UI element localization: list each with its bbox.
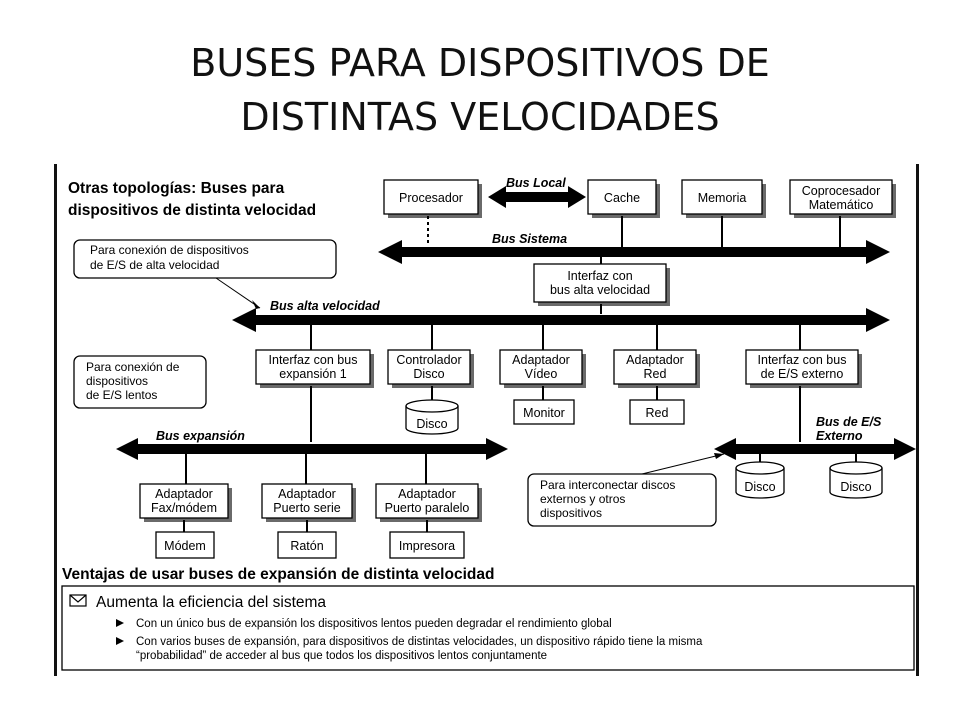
video-label-line1: Adaptador (512, 353, 570, 367)
interfaz-alta-label-line2: bus alta velocidad (550, 283, 650, 297)
note-alta-pointer (215, 277, 261, 309)
procesador-label: Procesador (399, 191, 463, 205)
fax-label-line2: Fax/módem (151, 501, 217, 515)
memoria-box: Memoria (681, 179, 766, 218)
interfaz-exp-label-line2: expansión 1 (279, 367, 346, 381)
interfaz-exp-label-line1: Interfaz con bus (269, 353, 358, 367)
red-label-line2: Red (644, 367, 667, 381)
bus-diagram: Otras topologías: Buses para dispositivo… (61, 176, 916, 671)
note-alta-velocidad: Para conexión de dispositivos de E/S de … (73, 239, 337, 279)
adaptador-fax-box: Adaptador Fax/módem (139, 483, 232, 522)
advantages-main-point: Aumenta la eficiencia del sistema (96, 594, 326, 611)
adaptador-paralelo-box: Adaptador Puerto paralelo (375, 483, 482, 522)
interfaz-alta-box: Interfaz con bus alta velocidad (533, 263, 670, 306)
disco-externo-1: Disco (735, 461, 785, 499)
bus-expansion-arrow (116, 438, 508, 460)
bus-alta-velocidad-arrow (232, 308, 890, 332)
advantages-heading: Ventajas de usar buses de expansión de d… (62, 566, 494, 583)
cache-box: Cache (587, 179, 660, 218)
advantages-bullet1: Con un único bus de expansión los dispos… (136, 618, 612, 630)
controlador-label-line1: Controlador (396, 353, 461, 367)
frame-left-border (54, 164, 57, 676)
frame-right-border (916, 164, 919, 676)
memoria-label: Memoria (698, 191, 747, 205)
adaptador-red-box: Adaptador Red (613, 349, 700, 388)
advantages-box (61, 585, 915, 671)
coprocesador-label-line2: Matemático (809, 198, 874, 212)
diagram-heading-line1: Otras topologías: Buses para (68, 180, 285, 197)
bus-sistema-label: Bus Sistema (492, 232, 567, 246)
modem-label: Módem (164, 539, 206, 553)
red-device-box: Red (629, 399, 685, 425)
coprocesador-label-line1: Coprocesador (802, 184, 881, 198)
disco-label: Disco (416, 417, 447, 431)
adaptador-video-box: Adaptador Vídeo (499, 349, 586, 388)
note-externos: Para interconectar discos externos y otr… (527, 473, 717, 527)
coprocesador-box: Coprocesador Matemático (789, 179, 896, 218)
disco-externo-2: Disco (829, 461, 883, 499)
note-alta-line2: de E/S de alta velocidad (90, 258, 219, 272)
bus-externo-label-line2: Externo (816, 429, 863, 443)
diagram-heading-line2: dispositivos de distinta velocidad (68, 202, 316, 219)
fax-label-line1: Adaptador (155, 487, 213, 501)
impresora-box: Impresora (389, 531, 465, 559)
bullet-arrow-icon-1 (116, 619, 124, 627)
interfaz-expansion-box: Interfaz con bus expansión 1 (255, 349, 374, 388)
interfaz-ext-label-line2: de E/S externo (761, 367, 844, 381)
interfaz-ext-label-line1: Interfaz con bus (758, 353, 847, 367)
disco-cylinder: Disco (405, 399, 459, 435)
paralelo-label-line1: Adaptador (398, 487, 456, 501)
impresora-label: Impresora (399, 539, 455, 553)
modem-box: Módem (155, 531, 215, 559)
paralelo-label-line2: Puerto paralelo (385, 501, 470, 515)
bus-alta-velocidad-label: Bus alta velocidad (270, 299, 380, 313)
interfaz-alta-label-line1: Interfaz con (567, 269, 632, 283)
interfaz-externo-box: Interfaz con bus de E/S externo (745, 349, 862, 388)
monitor-box: Monitor (513, 399, 575, 425)
slide-title: BUSES PARA DISPOSITIVOS DE DISTINTAS VEL… (0, 36, 960, 144)
bus-expansion-label: Bus expansión (156, 429, 245, 443)
advantages-bullet2-line1: Con varios buses de expansión, para disp… (136, 636, 703, 648)
note-externos-pointer-head (714, 453, 724, 459)
advantages-bullet2-line2: “probabilidad” de acceder al bus que tod… (136, 650, 547, 662)
video-label-line2: Vídeo (525, 367, 558, 381)
note-alta-pointer-head (252, 300, 260, 309)
note-lentos-line2: dispositivos (86, 374, 148, 388)
procesador-box: Procesador (383, 179, 482, 218)
note-lentos-line3: de E/S lentos (86, 388, 157, 402)
red-label-line1: Adaptador (626, 353, 684, 367)
note-externos-line1: Para interconectar discos (540, 478, 675, 492)
cache-label: Cache (604, 191, 640, 205)
raton-box: Ratón (277, 531, 337, 559)
slide-title-line2: DISTINTAS VELOCIDADES (240, 95, 720, 139)
bus-sistema-arrow (378, 240, 890, 264)
note-lentos: Para conexión de dispositivos de E/S len… (73, 355, 207, 409)
monitor-label: Monitor (523, 406, 565, 420)
disco-ext2-label: Disco (840, 480, 871, 494)
note-externos-pointer (641, 453, 725, 475)
controlador-disco-box: Controlador Disco (387, 349, 474, 388)
envelope-icon (69, 594, 87, 607)
note-lentos-line1: Para conexión de (86, 360, 180, 374)
bullet-arrow-icon-2 (116, 637, 124, 645)
red-device-label: Red (646, 406, 669, 420)
bus-externo-arrow (714, 438, 916, 460)
serie-label-line2: Puerto serie (273, 501, 340, 515)
bus-local-arrow (488, 186, 586, 208)
serie-label-line1: Adaptador (278, 487, 336, 501)
note-externos-line3: dispositivos (540, 506, 602, 520)
adaptador-serie-box: Adaptador Puerto serie (261, 483, 356, 522)
bus-local-label: Bus Local (506, 176, 566, 190)
note-alta-line1: Para conexión de dispositivos (90, 243, 249, 257)
disco-ext1-label: Disco (744, 480, 775, 494)
note-externos-line2: externos y otros (540, 492, 625, 506)
raton-label: Ratón (290, 539, 323, 553)
slide-title-line1: BUSES PARA DISPOSITIVOS DE (190, 41, 770, 85)
bus-externo-label-line1: Bus de E/S (816, 415, 882, 429)
controlador-label-line2: Disco (413, 367, 444, 381)
